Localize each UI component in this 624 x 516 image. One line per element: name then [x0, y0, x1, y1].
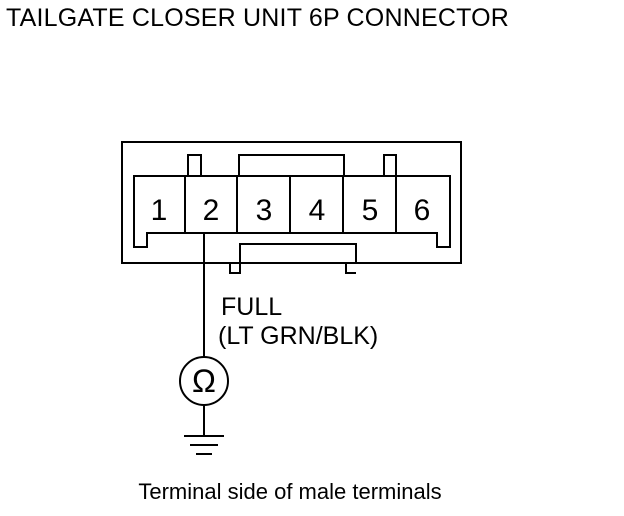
diagram-caption: Terminal side of male terminals	[138, 479, 442, 504]
connector-tab-right	[383, 154, 397, 176]
terminal-number-5: 5	[362, 194, 379, 227]
terminal-number-4: 4	[309, 194, 326, 227]
terminal-number-6: 6	[414, 194, 431, 227]
terminal-number-3: 3	[256, 194, 273, 227]
ohm-icon: Ω	[192, 363, 216, 399]
terminal-number-1: 1	[151, 194, 168, 227]
terminal-number-2: 2	[203, 194, 220, 227]
connector-key-left	[229, 243, 357, 274]
connector-tab-left	[187, 154, 202, 176]
connector-housing	[121, 141, 462, 264]
terminal-cavity	[133, 175, 451, 248]
connector-tab-center	[238, 154, 345, 176]
wire-color-label: (LT GRN/BLK)	[218, 322, 378, 350]
diagram-title: TAILGATE CLOSER UNIT 6P CONNECTOR	[6, 4, 509, 32]
wire-name-label: FULL	[221, 293, 282, 321]
